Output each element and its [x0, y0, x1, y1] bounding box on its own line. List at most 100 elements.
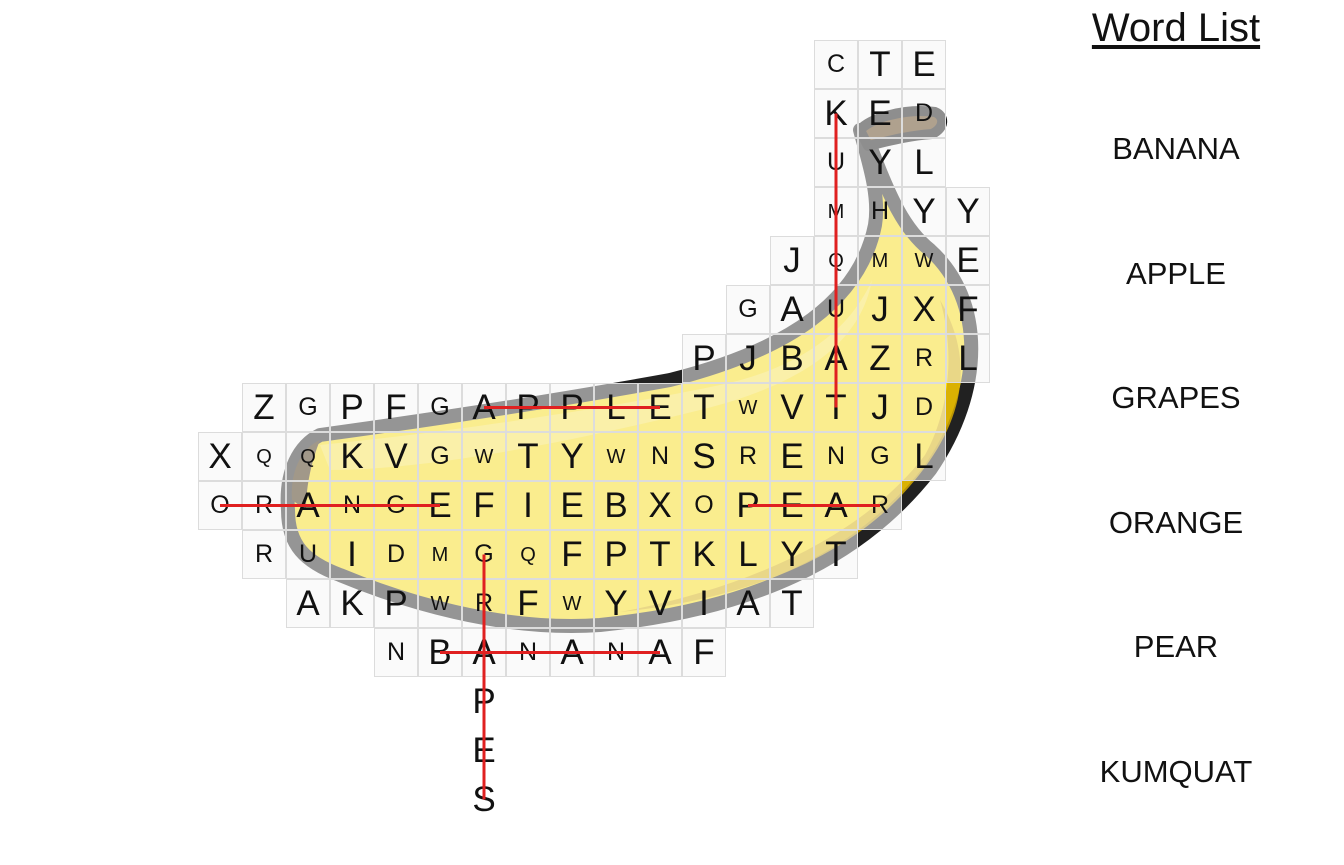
grid-cell[interactable]: P [472, 682, 496, 721]
grid-cell[interactable]: K [330, 579, 374, 628]
grid-cell[interactable]: X [198, 432, 242, 481]
grid-cell[interactable]: Z [242, 383, 286, 432]
grid-cell[interactable]: S [682, 432, 726, 481]
grid-cell[interactable]: L [902, 138, 946, 187]
grid-cell[interactable]: T [506, 432, 550, 481]
grid-cell[interactable]: N [330, 481, 374, 530]
grid-cell[interactable]: Y [902, 187, 946, 236]
grid-cell[interactable]: I [330, 530, 374, 579]
grid-cell[interactable]: G [462, 530, 506, 579]
grid-cell[interactable]: A [462, 628, 506, 677]
grid-cell[interactable]: N [638, 432, 682, 481]
grid-cell[interactable]: U [814, 138, 858, 187]
grid-cell[interactable]: L [946, 334, 990, 383]
grid-cell[interactable]: Y [594, 579, 638, 628]
grid-cell[interactable]: D [374, 530, 418, 579]
grid-cell[interactable]: B [770, 334, 814, 383]
grid-cell[interactable]: R [242, 530, 286, 579]
grid-cell[interactable]: F [550, 530, 594, 579]
grid-cell[interactable]: A [462, 383, 506, 432]
grid-cell[interactable]: W [594, 432, 638, 481]
grid-cell[interactable]: I [682, 579, 726, 628]
grid-cell[interactable]: V [770, 383, 814, 432]
grid-cell[interactable]: J [858, 285, 902, 334]
grid-cell[interactable]: F [506, 579, 550, 628]
grid-cell[interactable]: E [550, 481, 594, 530]
grid-cell[interactable]: E [858, 89, 902, 138]
grid-cell[interactable]: E [770, 481, 814, 530]
grid-cell[interactable]: S [472, 780, 496, 819]
grid-cell[interactable]: O [198, 481, 242, 530]
grid-cell[interactable]: Y [858, 138, 902, 187]
grid-cell[interactable]: W [726, 383, 770, 432]
grid-cell[interactable]: J [858, 383, 902, 432]
grid-cell[interactable]: F [946, 285, 990, 334]
grid-cell[interactable]: W [462, 432, 506, 481]
grid-cell[interactable]: L [902, 432, 946, 481]
grid-cell[interactable]: T [682, 383, 726, 432]
grid-cell[interactable]: F [374, 383, 418, 432]
grid-cell[interactable]: R [242, 481, 286, 530]
grid-cell[interactable]: X [902, 285, 946, 334]
grid-cell[interactable]: M [418, 530, 462, 579]
grid-cell[interactable]: G [286, 383, 330, 432]
grid-cell[interactable]: K [814, 89, 858, 138]
grid-cell[interactable]: J [726, 334, 770, 383]
grid-cell[interactable]: T [814, 383, 858, 432]
grid-cell[interactable]: N [374, 628, 418, 677]
grid-cell[interactable]: G [858, 432, 902, 481]
grid-cell[interactable]: E [472, 731, 496, 770]
grid-cell[interactable]: V [374, 432, 418, 481]
grid-cell[interactable]: W [550, 579, 594, 628]
grid-cell[interactable]: R [858, 481, 902, 530]
grid-cell[interactable]: A [286, 481, 330, 530]
grid-cell[interactable]: A [286, 579, 330, 628]
grid-cell[interactable]: F [462, 481, 506, 530]
grid-cell[interactable]: E [418, 481, 462, 530]
grid-cell[interactable]: Z [858, 334, 902, 383]
grid-cell[interactable]: A [726, 579, 770, 628]
grid-cell[interactable]: R [726, 432, 770, 481]
grid-cell[interactable]: E [638, 383, 682, 432]
grid-cell[interactable]: N [594, 628, 638, 677]
grid-cell[interactable]: G [418, 383, 462, 432]
grid-cell[interactable]: K [330, 432, 374, 481]
grid-cell[interactable]: A [770, 285, 814, 334]
grid-cell[interactable]: P [550, 383, 594, 432]
grid-cell[interactable]: G [374, 481, 418, 530]
grid-cell[interactable]: X [638, 481, 682, 530]
grid-cell[interactable]: O [682, 481, 726, 530]
grid-cell[interactable]: Q [506, 530, 550, 579]
grid-cell[interactable]: I [506, 481, 550, 530]
grid-cell[interactable]: A [814, 334, 858, 383]
grid-cell[interactable]: P [726, 481, 770, 530]
grid-cell[interactable]: P [374, 579, 418, 628]
grid-cell[interactable]: G [418, 432, 462, 481]
grid-cell[interactable]: N [506, 628, 550, 677]
grid-cell[interactable]: A [814, 481, 858, 530]
grid-cell[interactable]: E [770, 432, 814, 481]
grid-cell[interactable]: B [418, 628, 462, 677]
grid-cell[interactable]: T [770, 579, 814, 628]
grid-cell[interactable]: R [902, 334, 946, 383]
grid-cell[interactable]: Y [770, 530, 814, 579]
grid-cell[interactable]: F [682, 628, 726, 677]
grid-cell[interactable]: J [770, 236, 814, 285]
grid-cell[interactable]: G [726, 285, 770, 334]
grid-cell[interactable]: Q [814, 236, 858, 285]
grid-cell[interactable]: Q [242, 432, 286, 481]
grid-cell[interactable]: K [682, 530, 726, 579]
grid-cell[interactable]: M [858, 236, 902, 285]
grid-cell[interactable]: Y [946, 187, 990, 236]
grid-cell[interactable]: L [726, 530, 770, 579]
grid-cell[interactable]: U [286, 530, 330, 579]
grid-cell[interactable]: P [594, 530, 638, 579]
grid-cell[interactable]: P [682, 334, 726, 383]
grid-cell[interactable]: A [638, 628, 682, 677]
grid-cell[interactable]: D [902, 383, 946, 432]
grid-cell[interactable]: A [550, 628, 594, 677]
grid-cell[interactable]: P [330, 383, 374, 432]
grid-cell[interactable]: H [858, 187, 902, 236]
grid-cell[interactable]: L [594, 383, 638, 432]
grid-cell[interactable]: E [946, 236, 990, 285]
